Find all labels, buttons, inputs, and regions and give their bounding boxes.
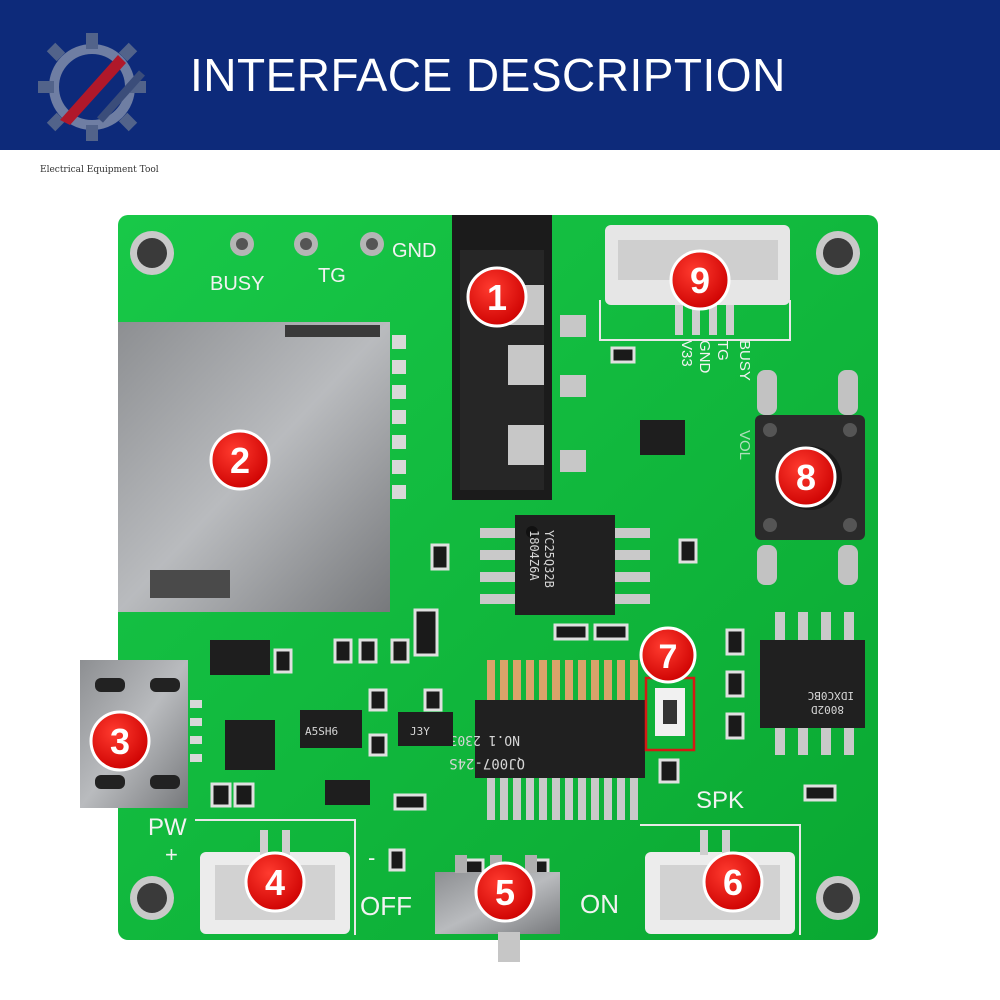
mounting-holes <box>130 231 860 920</box>
label-off: OFF <box>360 891 412 921</box>
callout-6: 6 <box>702 851 764 913</box>
chip-amp <box>760 612 865 755</box>
chip-main-line1: NO.1 2303 <box>450 732 520 747</box>
svg-text:4: 4 <box>265 862 285 903</box>
svg-text:6: 6 <box>723 862 743 903</box>
pin-label-gnd: GND <box>696 340 713 374</box>
svg-text:9: 9 <box>690 260 710 301</box>
chip-amp-line2: 8002D <box>811 703 844 716</box>
svg-text:3: 3 <box>110 721 130 762</box>
callout-5: 5 <box>474 861 536 923</box>
logo-caption: Electrical Equipment Tool <box>40 165 159 175</box>
callout-9: 9 <box>669 249 731 311</box>
chip-flash-line2: 1804Z6A <box>527 530 541 581</box>
svg-text:1: 1 <box>487 277 507 318</box>
label-busy: BUSY <box>210 273 264 295</box>
pin-label-tg: TG <box>714 340 731 361</box>
svg-text:5: 5 <box>495 872 515 913</box>
silk-outlines <box>195 300 801 935</box>
pcb-photo: BUSY TG GND <box>0 180 1000 1000</box>
pcb-board: BUSY TG GND <box>80 215 878 962</box>
smd-passives <box>210 346 837 884</box>
chip-flash <box>480 515 650 615</box>
chip-main <box>475 660 645 820</box>
callout-4: 4 <box>244 851 306 913</box>
label-spk: SPK <box>696 787 744 814</box>
top-pads <box>230 232 384 256</box>
callout-3: 3 <box>89 710 151 772</box>
label-gnd: GND <box>392 240 436 262</box>
chip-amp-line1: IDXC0BC <box>808 689 854 702</box>
label-on: ON <box>580 889 619 919</box>
header-banner: INTERFACE DESCRIPTION <box>0 0 1000 150</box>
svg-text:8: 8 <box>796 457 816 498</box>
callout-2: 2 <box>209 429 271 491</box>
label-plus: + <box>165 842 178 867</box>
chip-main-line2: QJ007-24S <box>449 755 525 771</box>
sot-parts <box>210 420 685 805</box>
pin-label-v33: V33 <box>678 340 695 367</box>
label-minus: - <box>368 845 375 870</box>
label-tg: TG <box>318 265 346 287</box>
svg-text:7: 7 <box>659 638 678 676</box>
label-pw: PW <box>148 814 187 841</box>
pin-label-busy: BUSY <box>736 340 753 381</box>
callout-badges: 1 2 3 4 5 6 7 <box>89 249 837 923</box>
page-title: INTERFACE DESCRIPTION <box>190 49 786 101</box>
label-vol: VOL <box>736 430 753 460</box>
chip-flash-line1: YC25Q32B <box>542 530 556 588</box>
callout-8: 8 <box>775 446 837 508</box>
chip-small-a: A5SH6 <box>305 725 338 738</box>
chip-small-b: J3Y <box>410 725 430 738</box>
callout-1: 1 <box>466 266 528 328</box>
brand-logo-icon <box>38 33 146 141</box>
svg-text:2: 2 <box>230 440 250 481</box>
callout-7: 7 <box>639 626 697 684</box>
